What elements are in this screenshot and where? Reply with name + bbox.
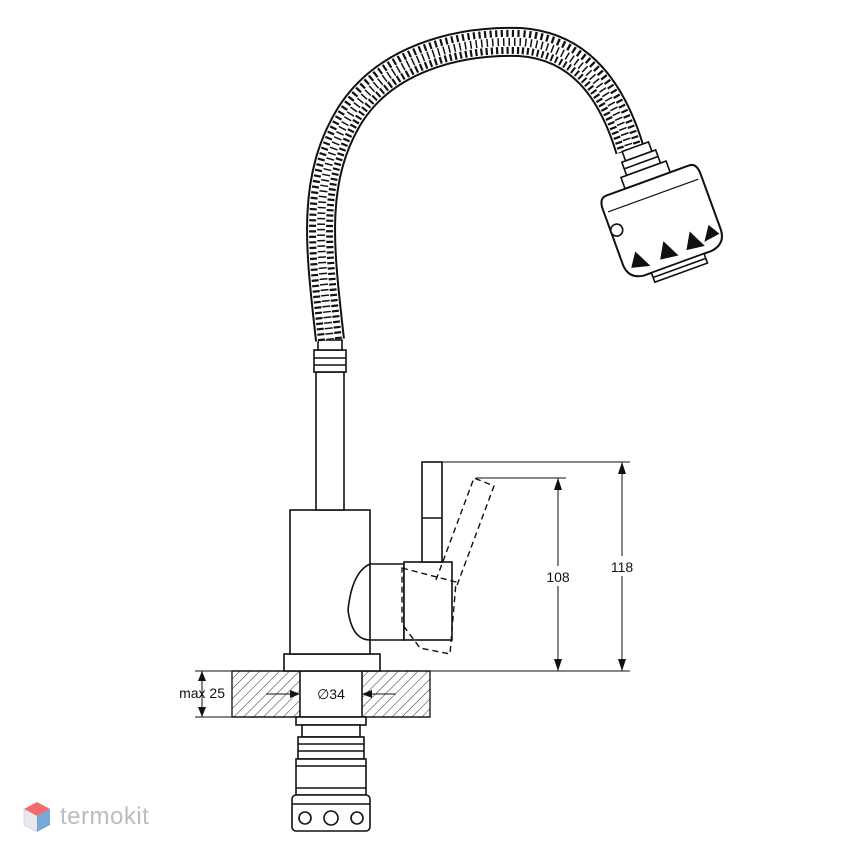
flexible-hose [306, 26, 645, 342]
mounting-hole: ∅34 [266, 670, 396, 718]
thickness-dimension: max 25 [179, 670, 232, 718]
brand-logo: termokit [22, 800, 149, 834]
spout-pipe [313, 339, 347, 511]
spray-head [600, 140, 723, 284]
mixer-body [289, 509, 405, 655]
lever-height-label: 108 [546, 569, 570, 585]
lever-height-dimension: 108 [430, 477, 630, 672]
under-counter-fitting [291, 716, 371, 832]
max-thickness-label: max 25 [179, 685, 225, 701]
lever-handle [403, 461, 453, 641]
cube-logo-icon [23, 802, 50, 833]
total-height-label: 118 [611, 559, 634, 575]
lever-handle-tilted [401, 477, 495, 655]
hole-diameter-label: ∅34 [317, 686, 345, 702]
base-ring [283, 653, 381, 672]
total-height-dimension: 118 [442, 461, 640, 671]
brand-name: termokit [60, 803, 150, 830]
